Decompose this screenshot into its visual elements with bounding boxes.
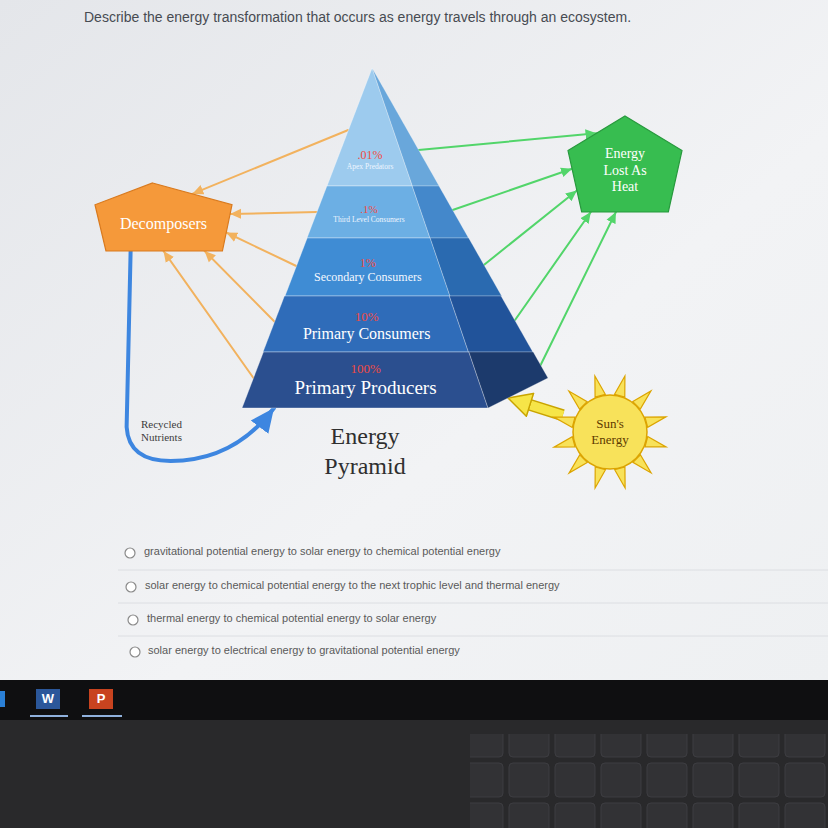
pyramid-band: 1%Secondary Consumers [285, 238, 502, 296]
question-title: Describe the energy transformation that … [84, 9, 804, 25]
band-side-face [450, 296, 533, 352]
band-text-holder: 10%Primary Consumers [275, 310, 458, 343]
decomposers-pentagon: Decomposers [95, 183, 232, 251]
sun-disc [573, 395, 647, 469]
percent-label: .01% [358, 149, 383, 163]
level-name: Third Level Consumers [333, 216, 404, 225]
answer-option: solar energy to electrical energy to gra… [148, 644, 788, 656]
energy-flow-arrow [164, 251, 254, 378]
pyramid-band: 10%Primary Consumers [263, 296, 533, 352]
percent-label: 100% [350, 362, 380, 377]
band-side-face [412, 186, 468, 238]
option-separators [118, 570, 828, 636]
energy-flow-arrow [419, 133, 597, 150]
energy-flow-arrow [484, 190, 577, 265]
pyramid-band: 100%Primary Producers [242, 352, 548, 408]
energy-flow-arrow [453, 169, 572, 210]
band-text-holder: .01%Apex Predators [339, 149, 402, 171]
band-front-face [285, 238, 450, 296]
pentagon-outline [95, 183, 232, 251]
pyramid-band: .01%Apex Predators [327, 68, 439, 186]
taskbar-underline [30, 715, 68, 717]
screen-ground [0, 0, 828, 682]
sun-ray [595, 376, 605, 397]
energy-flow-arrow [541, 212, 616, 365]
keyboard-keys [470, 734, 828, 828]
energy-flow-arrow [515, 212, 591, 320]
sun-ray [645, 417, 666, 427]
diagram-caption: Energy Pyramid [300, 421, 430, 481]
sun-ray [615, 376, 625, 397]
band-front-face [242, 352, 488, 408]
arrow-line [205, 251, 275, 322]
band-text-holder: 1%Secondary Consumers [296, 257, 439, 285]
band-side-face [469, 352, 548, 408]
node-label: Energy Lost As Heat [592, 146, 658, 196]
arrow-line [164, 251, 254, 378]
arrow-shaft [525, 403, 563, 415]
node-text-holder: Energy Lost As Heat [568, 116, 682, 212]
level-name: Apex Predators [347, 163, 393, 172]
word-icon: W [36, 689, 60, 709]
sun-ray [554, 417, 575, 427]
answer-option: thermal energy to chemical potential ene… [147, 612, 787, 624]
arrow-outline [525, 403, 563, 415]
node-label: Sun's Energy [582, 416, 638, 447]
band-text-holder: 100%Primary Producers [255, 362, 477, 399]
arrow-line [484, 190, 577, 265]
taskbar [0, 680, 828, 720]
sun-ray [645, 437, 666, 447]
sun-ray [554, 437, 575, 447]
band-front-face [263, 296, 468, 352]
taskbar-edge-icon [0, 691, 5, 707]
energy-flow-arrow [226, 233, 296, 266]
energy-flow-arrow [205, 251, 275, 322]
sun-symbol: Sun's Energy [548, 372, 672, 492]
answer-option: solar energy to chemical potential energ… [145, 579, 805, 591]
arrow-line [127, 251, 274, 461]
band-text-holder: .1%Third Level Consumers [318, 203, 420, 224]
band-shape [285, 238, 502, 296]
arrow-label: Recycled Nutrients [141, 418, 203, 444]
level-name: Primary Consumers [303, 325, 431, 343]
powerpoint-icon: P [89, 689, 113, 709]
arrow-line [515, 212, 591, 320]
level-name: Secondary Consumers [314, 271, 422, 285]
node-text-holder: Decomposers [95, 183, 232, 251]
heat-loss-pentagon: Energy Lost As Heat [568, 116, 682, 212]
percent-label: 1% [360, 257, 376, 271]
level-name: Primary Producers [295, 377, 437, 399]
percent-label: 10% [355, 310, 379, 325]
node-text-holder: Sun's Energy [548, 372, 672, 492]
arrow-line [226, 233, 296, 266]
sun-ray [595, 467, 605, 488]
arrow-line [230, 212, 317, 214]
arrow-head-carrier [508, 398, 563, 415]
band-front-face [307, 186, 430, 238]
band-shape [307, 186, 469, 238]
band-shape [263, 296, 533, 352]
laptop-body [0, 720, 828, 828]
node-label: Decomposers [120, 214, 207, 233]
pentagon-outline [568, 116, 682, 212]
radio-buttons [125, 548, 140, 657]
arrow-line [192, 130, 348, 194]
percent-label: .1% [360, 203, 377, 216]
energy-flow-arrow [230, 212, 317, 214]
band-side-face [430, 238, 501, 296]
arrow-line [419, 133, 597, 150]
answer-option: gravitational potential energy to solar … [144, 545, 784, 557]
energy-flow-arrow [192, 130, 348, 194]
sun-ray [615, 467, 625, 488]
energy-flow-arrow [508, 398, 563, 415]
arrow-line [541, 212, 616, 365]
energy-flow-arrow [127, 251, 274, 461]
arrow-line [453, 169, 572, 210]
taskbar-underline [82, 715, 122, 717]
pyramid-band: .1%Third Level Consumers [307, 186, 469, 238]
